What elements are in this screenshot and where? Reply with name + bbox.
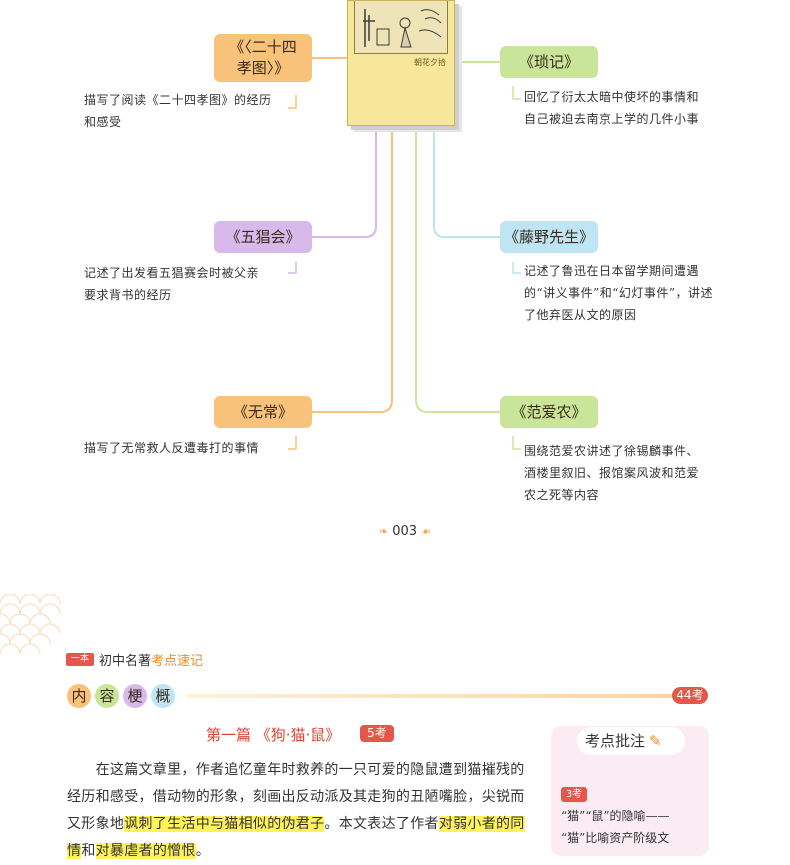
bracket-wuchanghui bbox=[288, 262, 297, 274]
desc-line: 酒楼里叙旧、报馆案风波和范爱 bbox=[524, 466, 700, 480]
pen-icon: ✎ bbox=[649, 732, 662, 750]
node-suoji: 《琐记》 bbox=[500, 46, 598, 78]
book-cover-title: 朝花夕拾 bbox=[414, 58, 446, 67]
header-book-title: 初中名著 bbox=[99, 654, 152, 669]
cover-illustration-icon bbox=[363, 9, 442, 48]
book-cover-illustration bbox=[354, 1, 448, 54]
desc-line: 了他弃医从文的原因 bbox=[524, 308, 637, 322]
paragraph-text: 。本文表达了作者 bbox=[324, 816, 439, 832]
annotation-title-text: 考点批注 bbox=[585, 732, 646, 750]
ornament-left-icon: ❧ bbox=[378, 525, 389, 538]
node-fanainong: 《范爱农》 bbox=[500, 396, 598, 428]
header-badge: 一本 bbox=[66, 653, 94, 666]
section-count-badge: 44考 bbox=[672, 687, 708, 704]
desc-line: 农之死等内容 bbox=[524, 488, 600, 502]
header-highlight: 考点速记 bbox=[151, 654, 204, 669]
desc-suoji: 回忆了衍太太暗中使坏的事情和 自己被迫去南京上学的几件小事 bbox=[524, 86, 744, 130]
section-char: 概 bbox=[151, 684, 175, 708]
node-tengye-xiansheng: 《藤野先生》 bbox=[500, 221, 598, 253]
bracket-fanainong bbox=[512, 436, 521, 450]
section-char: 容 bbox=[95, 684, 119, 708]
node-title-line: 孝图〉》 bbox=[236, 59, 290, 77]
summary-paragraph: 在这篇文章里，作者追忆童年时救养的一只可爱的隐鼠遭到猫摧残的经历和感受，借动物的… bbox=[67, 757, 537, 865]
wave-pattern-icon bbox=[0, 594, 61, 655]
connector-wuchang bbox=[312, 126, 393, 413]
bracket-wuchang bbox=[288, 436, 297, 450]
desc-line: 自己被迫去南京上学的几件小事 bbox=[524, 112, 700, 126]
connector-tengye bbox=[433, 126, 500, 238]
highlighted-text: 对暴虐者的憎恨 bbox=[95, 843, 196, 859]
desc-ershisi-xiaotu: 描写了阅读《二十四孝图》的经历 和感受 bbox=[84, 89, 304, 133]
section-char: 内 bbox=[67, 684, 91, 708]
paragraph-text: 在这篇文章里，作者追忆童年时救养的一只可爱的隐鼠遭到猫摧残的经历和感受，借动物的… bbox=[67, 762, 525, 832]
page-number-value: 003 bbox=[392, 524, 418, 539]
node-wuchanghui: 《五猖会》 bbox=[214, 221, 312, 253]
desc-line: 描写了无常救人反遭毒打的事情 bbox=[84, 441, 260, 455]
paragraph-text: 和 bbox=[81, 843, 96, 859]
section-char: 梗 bbox=[123, 684, 147, 708]
desc-tengye-xiansheng: 记述了鲁迅在日本留学期间遭遇 的“讲义事件”和“幻灯事件”，讲述 了他弃医从文的… bbox=[524, 260, 744, 326]
annotation-line: “猫”比喻资产阶级文 bbox=[561, 831, 670, 845]
annotation-line: “猫”“鼠”的隐喻—— bbox=[561, 809, 670, 823]
page-number: ❧ 003 ☙ bbox=[372, 524, 438, 539]
bracket-ershisi bbox=[288, 95, 297, 109]
node-title-line: 《〈二十四 bbox=[229, 38, 297, 56]
running-header: 初中名著考点速记 bbox=[99, 650, 203, 669]
chapter-title: 第一篇 《狗·猫·鼠》 bbox=[206, 726, 341, 744]
desc-line: 和感受 bbox=[84, 115, 122, 129]
section-heading: 内 容 梗 概 bbox=[67, 684, 175, 708]
desc-fanainong: 围绕范爱农讲述了徐锡麟事件、 酒楼里叙旧、报馆案风波和范爱 农之死等内容 bbox=[524, 440, 744, 506]
desc-line: 围绕范爱农讲述了徐锡麟事件、 bbox=[524, 444, 700, 458]
desc-line: 描写了阅读《二十四孝图》的经历 bbox=[84, 93, 272, 107]
annotation-text: “猫”“鼠”的隐喻—— “猫”比喻资产阶级文 bbox=[561, 805, 709, 849]
connector-fanainong bbox=[415, 126, 500, 413]
annotation-title: 考点批注✎ bbox=[577, 727, 685, 755]
book-cover: 朝花夕拾 bbox=[347, 0, 455, 126]
highlighted-text: 讽刺了生活中与猫相似的伪君子 bbox=[124, 816, 325, 832]
bracket-tengye bbox=[512, 262, 521, 274]
bracket-suoji bbox=[512, 86, 521, 100]
chapter-count-badge: 5考 bbox=[360, 725, 394, 742]
ornament-right-icon: ☙ bbox=[421, 525, 432, 538]
paragraph-text: 。 bbox=[195, 843, 211, 859]
node-wuchang: 《无常》 bbox=[214, 396, 312, 428]
desc-line: 的“讲义事件”和“幻灯事件”，讲述 bbox=[524, 286, 714, 300]
section-divider bbox=[186, 694, 686, 698]
desc-line: 要求背书的经历 bbox=[84, 288, 172, 302]
node-ershisi-xiaotu: 《〈二十四 孝图〉》 bbox=[214, 34, 312, 82]
annotation-count-badge: 3考 bbox=[561, 787, 587, 802]
desc-wuchang: 描写了无常救人反遭毒打的事情 bbox=[84, 437, 304, 459]
desc-wuchanghui: 记述了出发看五猖赛会时被父亲 要求背书的经历 bbox=[84, 262, 304, 306]
connector-wuchanghui bbox=[312, 126, 377, 238]
desc-line: 回忆了衍太太暗中使坏的事情和 bbox=[524, 90, 700, 104]
desc-line: 记述了鲁迅在日本留学期间遭遇 bbox=[524, 264, 700, 278]
desc-line: 记述了出发看五猖赛会时被父亲 bbox=[84, 266, 260, 280]
